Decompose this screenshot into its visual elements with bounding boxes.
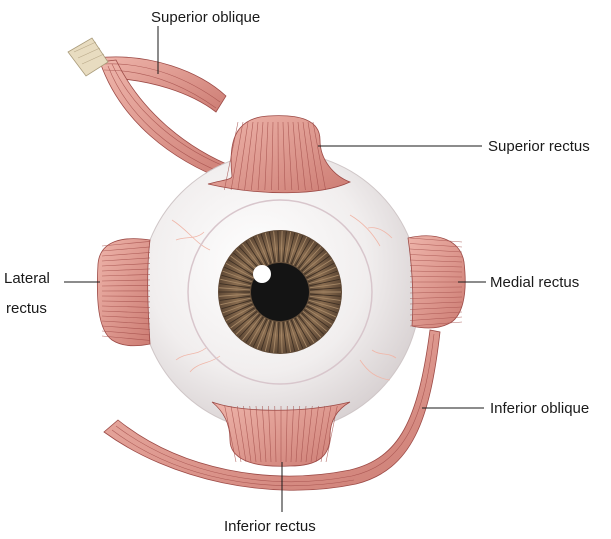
inferior-rectus-muscle [212,402,350,466]
superior-oblique-muscle [68,38,236,182]
label-inferior-rectus: Inferior rectus [224,518,316,535]
medial-rectus-muscle [408,236,465,328]
label-lateral-rectus-line1: Lateral [4,270,50,287]
label-superior-oblique: Superior oblique [151,9,260,26]
label-superior-rectus: Superior rectus [488,138,590,155]
label-medial-rectus: Medial rectus [490,274,579,291]
label-inferior-oblique: Inferior oblique [490,400,589,417]
label-lateral-rectus-line2: rectus [6,300,47,317]
superior-oblique-tendon [68,38,108,76]
lateral-rectus-muscle [97,239,150,346]
superior-rectus-muscle [208,116,350,193]
pupil-highlight [253,265,271,283]
